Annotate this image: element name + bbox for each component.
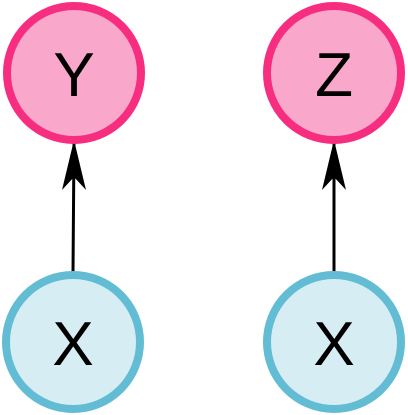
node-x-right-label: X [313,310,354,379]
node-x-left: X [2,271,144,413]
edge-x-to-y [62,140,86,274]
node-y-label: Y [53,41,94,110]
node-x-right: X [263,271,405,413]
node-z-label: Z [315,41,353,110]
node-z: Z [263,2,405,144]
node-y: Y [3,2,145,144]
node-x-left-label: X [52,310,93,379]
edge-x-to-z [322,140,346,273]
